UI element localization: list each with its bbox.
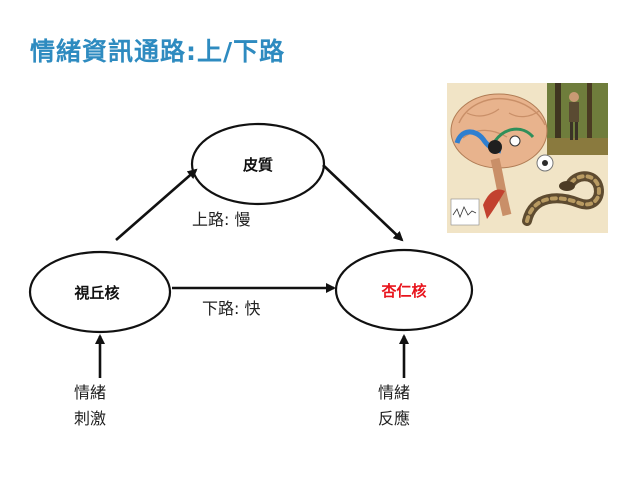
response-label-line1: 情緒	[378, 383, 410, 402]
brain-snake-illustration	[447, 83, 608, 233]
amygdala-node	[334, 248, 474, 332]
cortex-label: 皮質	[243, 156, 273, 174]
upper-road-label: 上路: 慢	[192, 210, 250, 229]
stimulus-label-line2: 刺激	[74, 409, 106, 428]
thalamus-label: 視丘核	[73, 284, 119, 302]
slide-title: 情緒資訊通路:上/下路	[30, 37, 286, 66]
amygdala-label: 杏仁核	[380, 282, 426, 300]
arrow-thalamus-to-cortex	[115, 168, 198, 241]
thalamus-node	[28, 250, 172, 334]
cortex-node	[190, 122, 326, 206]
response-label-line2: 反應	[378, 409, 410, 428]
arrow-cortex-to-amygdala	[322, 164, 404, 242]
lower-road-label: 下路: 快	[202, 299, 260, 318]
stimulus-label-line1: 情緒	[74, 383, 106, 402]
